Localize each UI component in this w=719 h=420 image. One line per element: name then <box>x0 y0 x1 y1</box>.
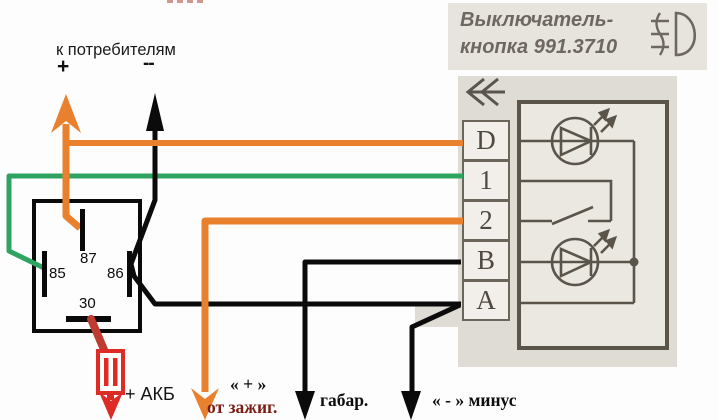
gabar-down-arrowhead <box>295 391 315 420</box>
relay-pin-86-label: 86 <box>107 265 124 282</box>
fuse-icon <box>96 349 125 395</box>
minus-label: « - » минус <box>432 390 517 410</box>
marker-lights-label: габар. <box>320 390 369 410</box>
terminal-A: A <box>462 280 510 321</box>
battery-label: + АКБ <box>125 384 175 404</box>
switch-circuit-housing <box>517 100 669 350</box>
terminal-2-label: 2 <box>479 205 493 235</box>
black-wire-minus-86-A <box>128 126 461 307</box>
terminal-1-label: 1 <box>479 165 493 195</box>
consumers-minus-sign: -- <box>143 53 155 74</box>
battery-down-arrowhead <box>99 392 123 420</box>
orange-up-arrowhead <box>51 94 81 133</box>
relay-pin-87-label: 87 <box>80 250 97 267</box>
consumers-label: к потребителям <box>56 41 176 59</box>
terminal-A-label: A <box>476 285 496 315</box>
switch-title-line2: кнопка 991.3710 <box>460 36 618 58</box>
panel-shadow-notch <box>415 306 462 327</box>
consumers-plus-sign: + <box>57 55 70 78</box>
ignition-plus-label: « + » <box>230 374 267 394</box>
terminal-1: 1 <box>462 160 510 201</box>
minus-down-arrowhead <box>401 391 421 420</box>
terminal-B-label: B <box>476 245 495 275</box>
switch-title-line1: Выключатель- <box>460 9 614 31</box>
terminal-2: 2 <box>462 200 510 241</box>
fog-light-icon <box>651 11 697 57</box>
terminal-B: B <box>462 240 510 281</box>
relay-pin-85-label: 85 <box>49 265 66 282</box>
ignition-source-label: от зажиг. <box>207 397 278 417</box>
red-wire-30-to-battery <box>87 315 125 420</box>
switch-header-box: Выключатель- кнопка 991.3710 <box>448 3 707 70</box>
relay-pin-30-label: 30 <box>79 295 96 312</box>
black-wire-B-to-gabar <box>302 259 461 394</box>
terminal-D-label: D <box>476 125 496 155</box>
black-up-arrowhead <box>146 93 164 131</box>
red-dashed-artifact <box>167 0 203 3</box>
terminal-D: D <box>462 120 510 161</box>
